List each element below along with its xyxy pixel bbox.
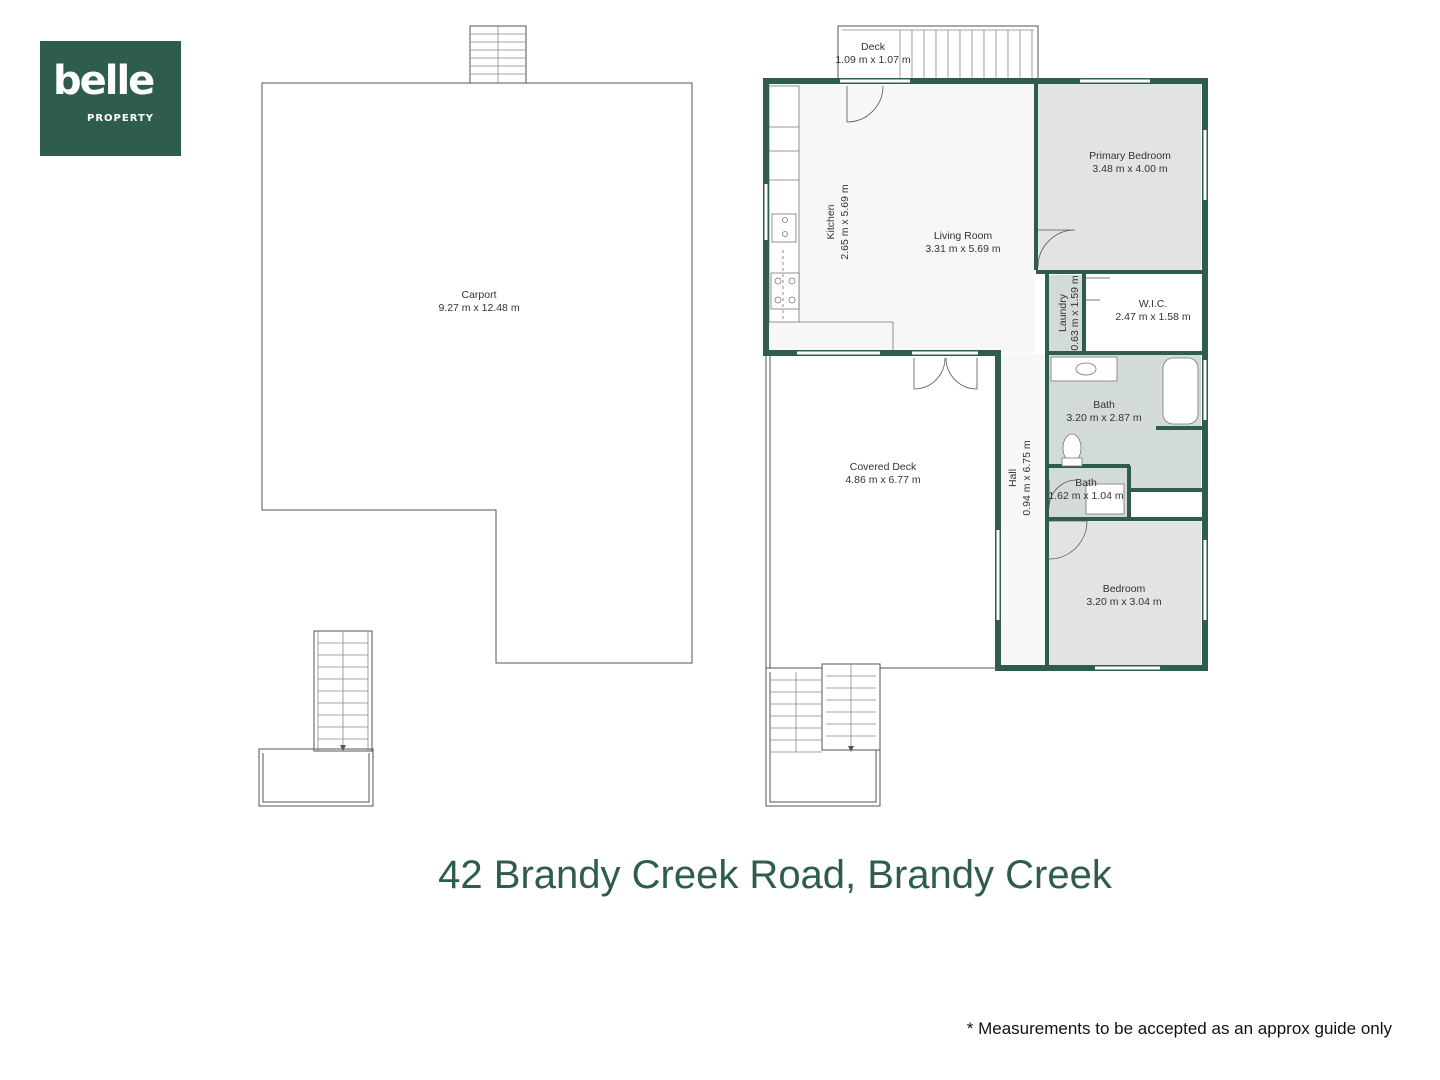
living-room-size: 3.31 m x 5.69 m — [925, 243, 1001, 255]
hall-label: Hall — [1007, 469, 1019, 487]
deck-stair-treads — [770, 664, 876, 753]
deck-size: 1.09 m x 1.07 m — [835, 54, 911, 66]
stair-arrow-icon — [340, 745, 346, 751]
hall-size: 0.94 m x 6.75 m — [1021, 440, 1033, 516]
bedroom-size: 3.20 m x 3.04 m — [1086, 596, 1162, 608]
bath2-size: 1.62 m x 1.04 m — [1048, 490, 1124, 502]
house-fills — [769, 84, 1201, 666]
carport-label: Carport — [461, 289, 496, 301]
bath-fixtures — [1050, 356, 1199, 515]
exterior-walls — [763, 78, 1208, 671]
bath2-label: Bath — [1075, 477, 1097, 489]
deck-label: Deck — [861, 41, 886, 53]
sink-icon — [771, 213, 797, 243]
kitchen-size: 2.65 m x 5.69 m — [839, 184, 851, 260]
covered-deck-size: 4.86 m x 6.77 m — [845, 474, 921, 486]
kitchen-label: Kitchen — [825, 204, 837, 239]
top-deck — [837, 25, 1039, 81]
living-room-label: Living Room — [934, 230, 993, 242]
measurement-disclaimer: * Measurements to be accepted as an appr… — [966, 1019, 1392, 1038]
bathtub-icon — [1162, 357, 1199, 425]
logo-wordmark: belle — [53, 58, 155, 104]
vanity-icon — [1050, 356, 1118, 382]
deck-stair-arrow-icon — [848, 746, 854, 752]
door-swings — [846, 85, 1110, 560]
primary-bedroom-size: 3.48 m x 4.00 m — [1092, 163, 1168, 175]
belle-property-logo: belle PROPERTY — [40, 41, 181, 156]
carport-area — [258, 25, 693, 807]
laundry-size: 0.63 m x 1.59 m — [1069, 275, 1081, 351]
floor-plan: Carport 9.27 m x 12.48 m Deck 1.09 m x 1… — [258, 25, 1208, 807]
logo-subtitle: PROPERTY — [87, 113, 155, 124]
laundry-label: Laundry — [1057, 293, 1069, 332]
wic-label: W.I.C. — [1139, 298, 1168, 310]
room-labels: Carport 9.27 m x 12.48 m Deck 1.09 m x 1… — [438, 41, 1190, 608]
bath-size: 3.20 m x 2.87 m — [1066, 412, 1142, 424]
kitchen-fixtures — [768, 85, 894, 353]
internal-walls — [1034, 82, 1203, 665]
property-address: 42 Brandy Creek Road, Brandy Creek — [438, 853, 1112, 897]
wic-size: 2.47 m x 1.58 m — [1115, 311, 1191, 323]
covered-deck-label: Covered Deck — [850, 461, 917, 473]
bath-label: Bath — [1093, 399, 1115, 411]
stove-icon — [770, 272, 800, 310]
carport-outline — [261, 82, 693, 664]
bedroom-label: Bedroom — [1103, 583, 1146, 595]
carport-stair-landing — [258, 748, 374, 807]
carport-size: 9.27 m x 12.48 m — [438, 302, 519, 314]
primary-bedroom-label: Primary Bedroom — [1089, 150, 1171, 162]
